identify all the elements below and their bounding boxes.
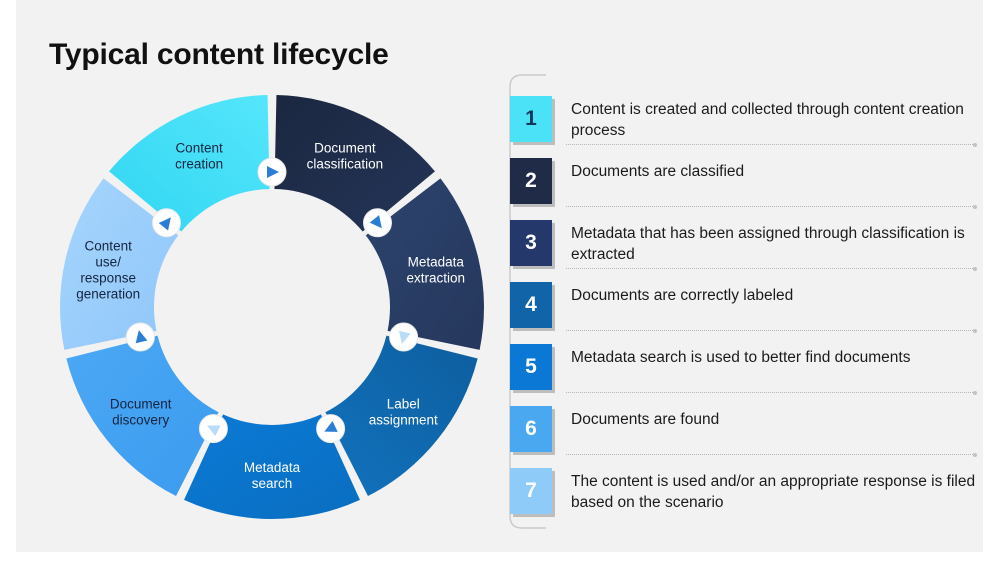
donut-segment-content-use-response-generation[interactable] xyxy=(59,178,179,350)
flow-arrow-icon-5 xyxy=(125,322,155,352)
list-divider xyxy=(566,143,977,147)
list-item[interactable]: 2 Documents are classified xyxy=(510,158,976,204)
list-item[interactable]: 4 Documents are correctly labeled xyxy=(510,282,976,328)
step-number-badge: 4 xyxy=(510,282,552,328)
step-number-badge: 7 xyxy=(510,468,552,514)
list-item[interactable]: 3 Metadata that has been assigned through… xyxy=(510,220,976,266)
bottom-margin-rail xyxy=(0,552,999,564)
list-item[interactable]: 5 Metadata search is used to better find … xyxy=(510,344,976,390)
flow-arrow-icon-7 xyxy=(257,157,287,187)
list-divider xyxy=(566,267,977,271)
flow-arrow-icon-6 xyxy=(152,208,181,238)
left-margin-rail xyxy=(0,0,16,564)
flow-arrow-icon-3 xyxy=(316,414,346,444)
step-description: Documents are correctly labeled xyxy=(571,287,794,304)
right-margin-rail xyxy=(983,0,999,564)
step-number-badge: 6 xyxy=(510,406,552,452)
step-description: Content is created and collected through… xyxy=(571,101,964,139)
lifecycle-steps-list: 1 Content is created and collected throug… xyxy=(506,74,977,529)
donut-segment-content-creation[interactable] xyxy=(109,95,270,232)
flow-arrow-icon-1 xyxy=(363,208,392,238)
page-title: Typical content lifecycle xyxy=(49,38,389,71)
step-description: The content is used and/or an appropriat… xyxy=(571,473,976,511)
donut-segment-document-discovery[interactable] xyxy=(66,335,219,497)
step-number-badge: 2 xyxy=(510,158,552,204)
list-item[interactable]: 7 The content is used and/or an appropria… xyxy=(510,468,976,514)
donut-segment-metadata-search[interactable] xyxy=(184,414,360,519)
list-divider xyxy=(566,329,977,333)
list-item[interactable]: 6 Documents are found xyxy=(510,406,976,452)
donut-segment-label-assignment[interactable] xyxy=(325,335,478,497)
step-description: Documents are found xyxy=(571,411,720,428)
list-divider xyxy=(566,205,977,209)
step-description: Metadata search is used to better find d… xyxy=(571,349,911,366)
step-number-badge: 3 xyxy=(510,220,552,266)
step-description: Documents are classified xyxy=(571,163,745,180)
list-divider xyxy=(566,453,977,457)
step-number-badge: 5 xyxy=(510,344,552,390)
step-number-badge: 1 xyxy=(510,96,552,142)
step-description: Metadata that has been assigned through … xyxy=(571,225,965,263)
flow-arrow-icon-4 xyxy=(198,414,228,444)
donut-segment-document-classification[interactable] xyxy=(274,95,435,232)
donut-segment-metadata-extraction[interactable] xyxy=(365,178,485,350)
list-item[interactable]: 1 Content is created and collected throug… xyxy=(510,96,976,142)
flow-arrow-icon-2 xyxy=(389,322,419,352)
list-divider xyxy=(566,391,977,395)
